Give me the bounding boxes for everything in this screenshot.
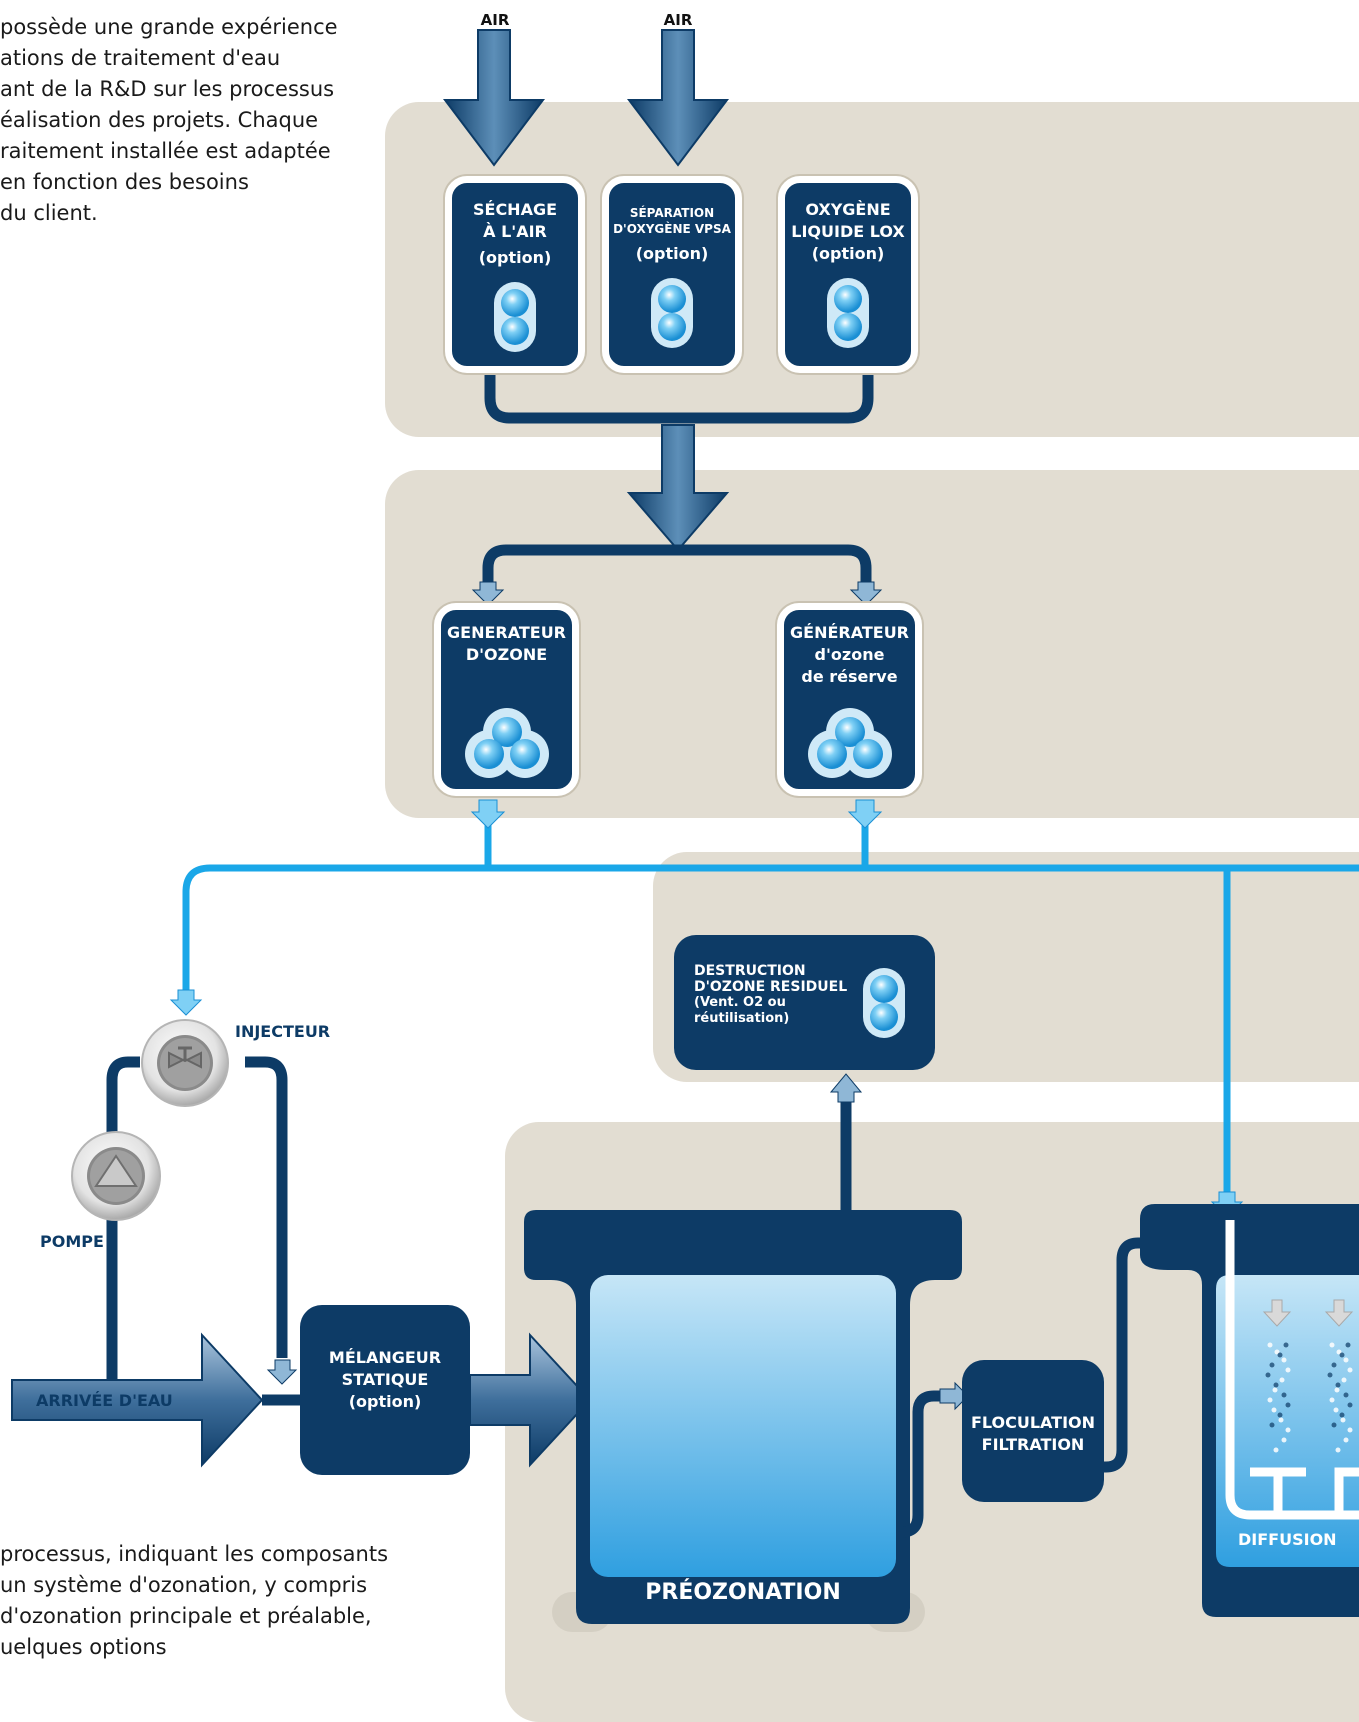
generator-title: GENERATEUR — [447, 623, 566, 642]
caption-paragraph: processus, indiquant les composants un s… — [0, 1539, 388, 1663]
destruction-note: (Vent. O2 ou — [694, 995, 786, 1010]
destruction-title: DESTRUCTION — [694, 963, 806, 979]
pump[interactable] — [70, 1130, 162, 1222]
mixer-title: MÉLANGEUR — [328, 1348, 442, 1367]
lox-title: OXYGÈNE — [805, 200, 891, 219]
reserve-generator-title: de réserve — [801, 667, 898, 686]
pump-label: POMPE — [40, 1232, 104, 1251]
ozone-molecule-icon — [807, 708, 892, 778]
air-drying-option: (option) — [478, 248, 552, 267]
vpsa-title: SÉPARATION — [629, 206, 715, 220]
caption-line: d'ozonation principale et préalable, — [0, 1604, 372, 1628]
intro-paragraph: possède une grande expérience ations de … — [0, 12, 338, 229]
reserve-generator-title: d'ozone — [814, 645, 885, 664]
ozone-molecule-icon — [464, 708, 549, 778]
caption-line: un système d'ozonation, y compris — [0, 1573, 368, 1597]
intro-line: éalisation des projets. Chaque — [0, 108, 319, 132]
intro-line: ant de la R&D sur les processus — [0, 77, 335, 101]
flocculation-filtration-box: FLOCULATION FILTRATION — [962, 1360, 1104, 1502]
intro-line: possède une grande expérience — [0, 15, 338, 39]
caption-line: processus, indiquant les composants — [0, 1542, 389, 1566]
ozone-generator-box: GENERATEUR D'OZONE — [434, 603, 579, 796]
flocculation-title: FLOCULATION — [970, 1413, 1096, 1432]
water-inlet-label: ARRIVÉE D'EAU — [36, 1391, 173, 1410]
intro-line: en fonction des besoins — [0, 170, 249, 194]
destruction-title: D'OZONE RESIDUEL — [694, 979, 848, 995]
preozonation-label: PRÉOZONATION — [645, 1580, 841, 1605]
molecule-icon — [827, 278, 869, 348]
liquid-oxygen-box: OXYGÈNE LIQUIDE LOX (option) — [778, 176, 918, 373]
vpsa-option: (option) — [635, 244, 709, 263]
air-input-label: AIR — [663, 11, 693, 29]
molecule-icon — [863, 968, 905, 1038]
molecule-icon — [651, 278, 693, 348]
ozone-destruction-box: DESTRUCTION D'OZONE RESIDUEL (Vent. O2 o… — [674, 935, 935, 1070]
air-drying-box: SÉCHAGE À L'AIR (option) — [445, 176, 585, 373]
intro-line: du client. — [0, 201, 98, 225]
injector-label: INJECTEUR — [235, 1022, 331, 1041]
lox-option: (option) — [811, 244, 885, 263]
mixer-option: (option) — [348, 1392, 422, 1411]
air-input-label: AIR — [480, 11, 510, 29]
intro-line: ations de traitement d'eau — [0, 46, 281, 70]
valve-icon — [141, 1019, 229, 1107]
air-drying-title: À L'AIR — [483, 222, 547, 241]
mixer-title: STATIQUE — [341, 1370, 429, 1389]
air-drying-title: SÉCHAGE — [472, 200, 558, 219]
reserve-ozone-generator-box: GÉNÉRATEUR d'ozone de réserve — [777, 603, 922, 796]
destruction-note: réutilisation) — [694, 1011, 790, 1026]
intro-line: raitement installée est adaptée — [0, 139, 331, 163]
vpsa-title: D'OXYGÈNE VPSA — [613, 222, 731, 236]
generator-title: D'OZONE — [465, 645, 548, 664]
caption-line: uelques options — [0, 1635, 167, 1659]
diffusion-label: DIFFUSION — [1238, 1530, 1337, 1549]
flocculation-title: FILTRATION — [981, 1435, 1085, 1454]
vpsa-oxygen-box: SÉPARATION D'OXYGÈNE VPSA (option) — [602, 176, 742, 373]
injector-valve[interactable] — [140, 1018, 230, 1108]
pump-icon — [71, 1131, 161, 1221]
reserve-generator-title: GÉNÉRATEUR — [790, 623, 909, 642]
molecule-icon — [494, 282, 536, 352]
lox-title: LIQUIDE LOX — [791, 222, 905, 241]
static-mixer-box: MÉLANGEUR STATIQUE (option) — [300, 1305, 470, 1475]
